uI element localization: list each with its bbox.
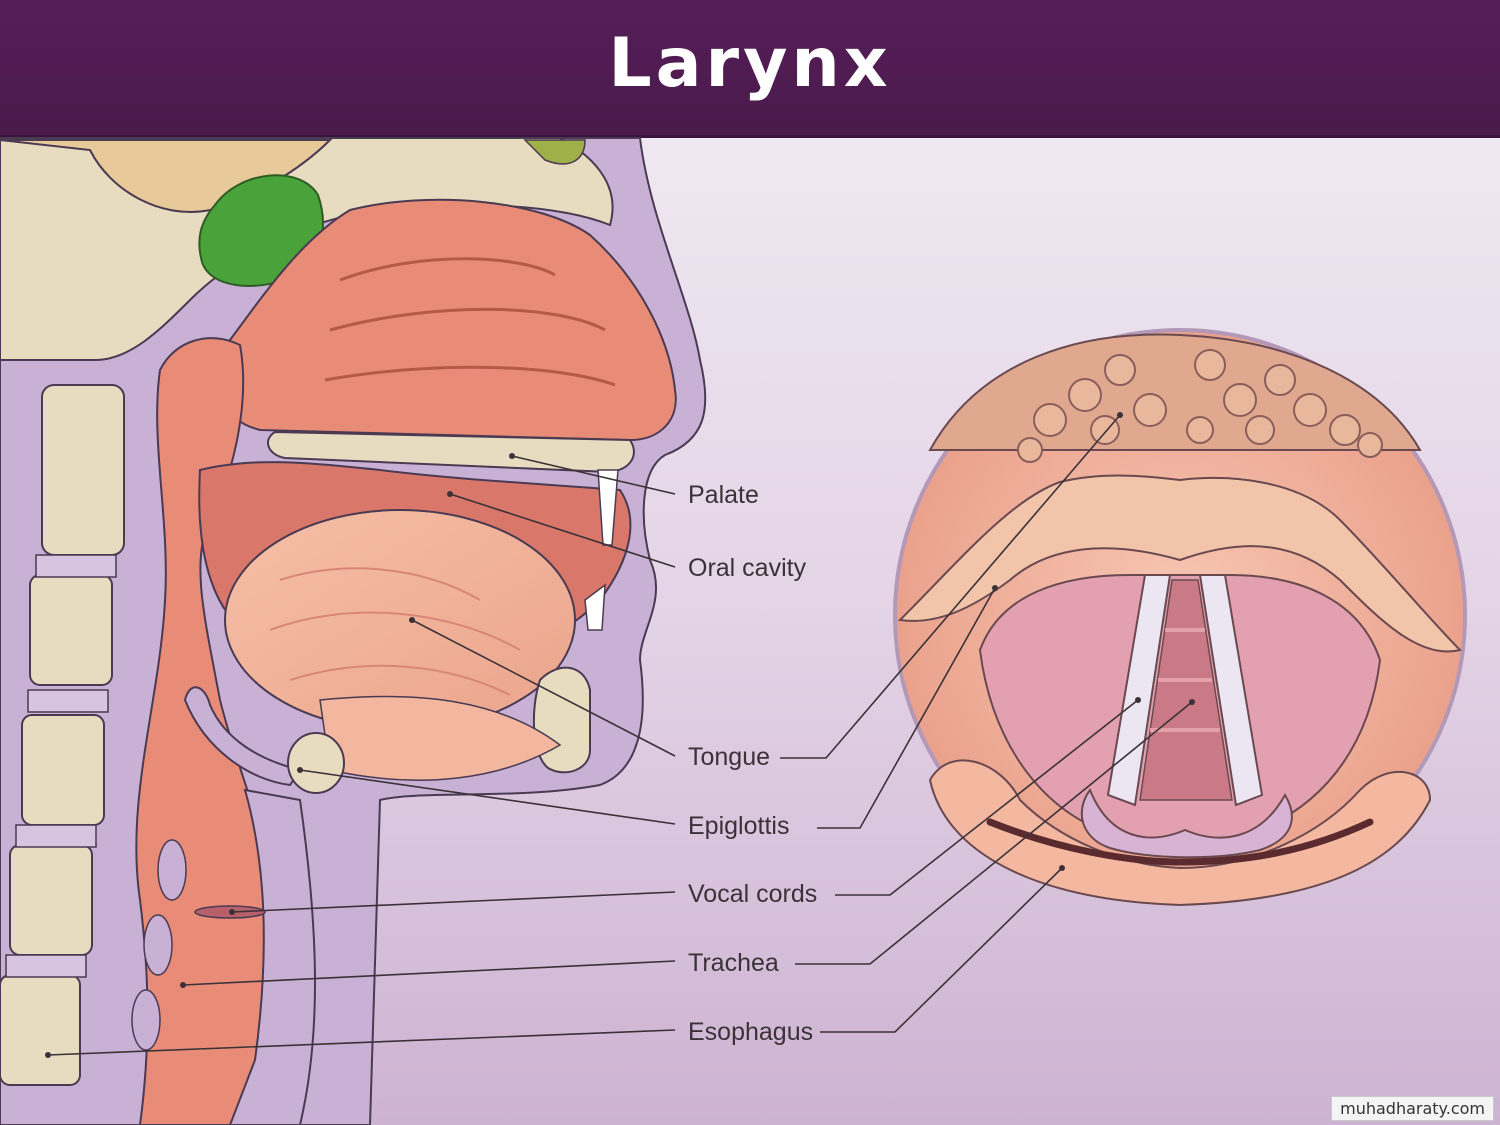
label-vocal-cords: Vocal cords	[688, 880, 817, 908]
lower-tooth	[584, 583, 606, 631]
larynx-top-view	[893, 328, 1467, 907]
mandible	[532, 666, 591, 774]
title-bar: Larynx	[0, 0, 1500, 138]
label-esophagus: Esophagus	[688, 1018, 813, 1046]
papillae	[1017, 349, 1383, 463]
label-tongue: Tongue	[688, 743, 770, 771]
head-sagittal-section	[0, 137, 707, 1125]
label-oral-cavity: Oral cavity	[688, 554, 807, 582]
label-trachea: Trachea	[688, 949, 779, 977]
slide-title: Larynx	[608, 24, 892, 103]
upper-tooth	[597, 469, 619, 546]
vocal-cord-right	[1198, 574, 1264, 807]
watermark: muhadharaty.com	[1331, 1096, 1494, 1121]
hyoid-bone	[287, 732, 345, 794]
epiglottis-shape	[183, 686, 302, 787]
pointer-dots	[45, 412, 1195, 1058]
label-epiglottis: Epiglottis	[688, 812, 789, 840]
label-palate: Palate	[688, 481, 759, 509]
vertebrae	[0, 384, 125, 1086]
leader-lines	[47, 414, 1193, 1056]
vocal-cord-left	[1106, 574, 1172, 807]
